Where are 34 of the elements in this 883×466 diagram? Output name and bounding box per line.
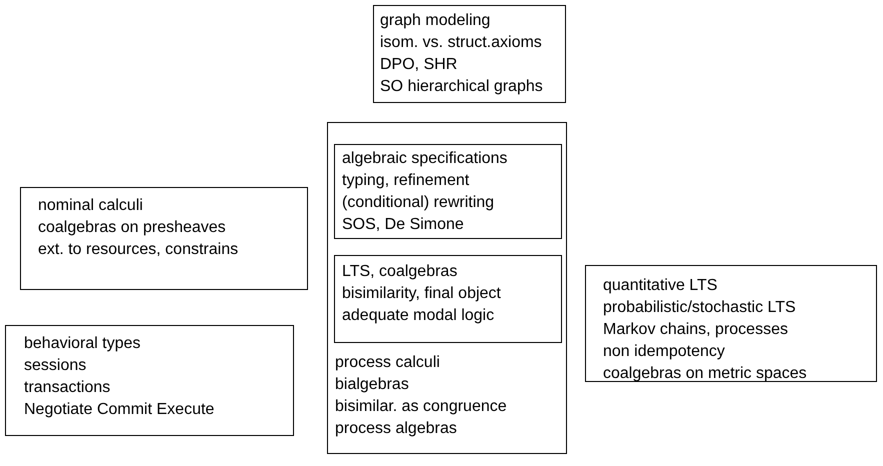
- list-item: transactions: [24, 378, 110, 398]
- list-item: Markov chains, processes: [603, 320, 788, 340]
- list-item: LTS, coalgebras: [342, 262, 458, 282]
- list-item: sessions: [24, 356, 86, 376]
- text-box: [373, 5, 566, 103]
- list-item: SOS, De Simone: [342, 215, 464, 235]
- list-item: process calculi: [335, 353, 440, 373]
- list-item: coalgebras on presheaves: [38, 218, 226, 238]
- list-item: SO hierarchical graphs: [380, 77, 543, 97]
- text-box: [334, 255, 562, 343]
- list-item: ext. to resources, constrains: [38, 240, 238, 260]
- text-box: [5, 325, 294, 436]
- list-item: adequate modal logic: [342, 306, 494, 326]
- list-item: process algebras: [335, 419, 457, 439]
- list-item: behavioral types: [24, 334, 141, 354]
- list-item: (conditional) rewriting: [342, 193, 494, 213]
- list-item: non idempotency: [603, 342, 725, 362]
- list-item: isom. vs. struct.axioms: [380, 33, 542, 53]
- list-item: bialgebras: [335, 375, 409, 395]
- list-item: probabilistic/stochastic LTS: [603, 298, 796, 318]
- text-box: [327, 122, 567, 454]
- list-item: graph modeling: [380, 11, 490, 31]
- list-item: bisimilarity, final object: [342, 284, 501, 304]
- text-box: [334, 144, 562, 239]
- text-box: [585, 265, 877, 382]
- list-item: Negotiate Commit Execute: [24, 400, 214, 420]
- list-item: DPO, SHR: [380, 55, 458, 75]
- list-item: bisimilar. as congruence: [335, 397, 507, 417]
- list-item: typing, refinement: [342, 171, 470, 191]
- list-item: nominal calculi: [38, 196, 143, 216]
- list-item: quantitative LTS: [603, 276, 718, 296]
- list-item: coalgebras on metric spaces: [603, 364, 807, 384]
- list-item: algebraic specifications: [342, 149, 508, 169]
- text-box: [20, 187, 308, 290]
